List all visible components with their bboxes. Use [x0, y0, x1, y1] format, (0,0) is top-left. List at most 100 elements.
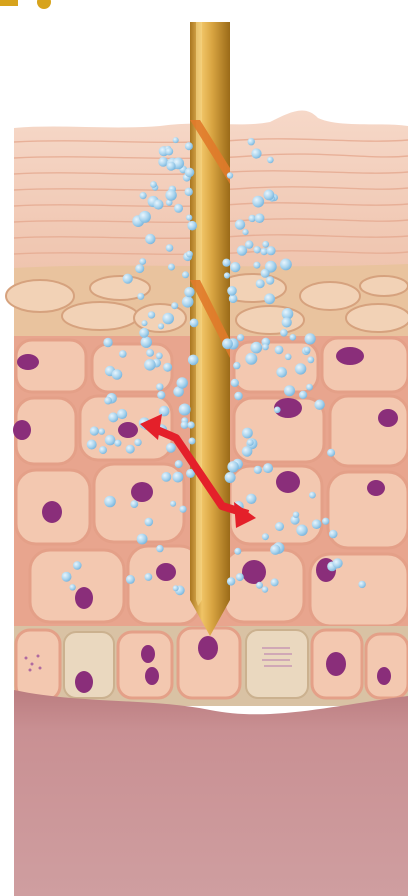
drug-particle — [188, 355, 199, 366]
drug-particle — [290, 334, 297, 341]
drug-particle — [295, 363, 306, 374]
drug-particle — [254, 466, 262, 474]
drug-particle — [307, 356, 314, 363]
drug-particle — [139, 211, 151, 223]
drug-particle — [249, 215, 256, 222]
drug-particle — [253, 262, 260, 269]
drug-particle — [163, 363, 172, 372]
drug-particle — [185, 168, 195, 178]
microneedle — [190, 22, 230, 636]
drug-particle — [256, 582, 263, 589]
drug-particle — [262, 241, 269, 248]
drug-particle — [145, 518, 154, 527]
drug-particle — [329, 530, 338, 539]
drug-particle — [156, 352, 163, 359]
drug-particle — [242, 229, 248, 235]
drug-particle — [145, 234, 155, 244]
drug-particle — [322, 518, 329, 525]
drug-particle — [306, 384, 313, 391]
drug-particle — [185, 188, 193, 196]
drug-particle — [181, 421, 189, 429]
drug-particle — [114, 440, 121, 447]
drug-particle — [304, 347, 311, 354]
drug-particle — [165, 189, 176, 200]
drug-particle — [284, 385, 295, 396]
drug-particle — [175, 460, 183, 468]
drug-particle — [312, 519, 322, 529]
drug-particle — [166, 244, 174, 252]
drug-particle — [234, 548, 241, 555]
drug-particle — [179, 506, 186, 513]
drug-particle — [227, 172, 233, 178]
drug-particle — [168, 264, 175, 271]
drug-particle — [166, 443, 176, 453]
drug-particle — [140, 192, 147, 199]
drug-particle — [233, 362, 240, 369]
drug-particle — [245, 353, 257, 365]
drug-particle — [280, 329, 288, 337]
drug-particle — [262, 533, 269, 540]
drug-particle — [173, 472, 184, 483]
drug-particle — [280, 259, 292, 271]
drug-particle — [104, 496, 116, 508]
drug-particle — [227, 577, 235, 585]
drug-particle — [327, 449, 335, 457]
drug-particle — [261, 269, 270, 278]
drug-particle — [73, 561, 82, 570]
drug-particle — [141, 337, 152, 348]
drug-particle — [105, 435, 116, 446]
drug-particle — [119, 350, 127, 358]
drug-particle — [245, 240, 253, 248]
drug-particle — [264, 293, 275, 304]
drug-particle — [158, 323, 164, 329]
drug-particle — [137, 534, 148, 545]
drug-particle — [231, 379, 239, 387]
drug-particle — [187, 221, 197, 231]
drug-particle — [234, 392, 242, 400]
drug-particle — [173, 137, 179, 143]
dermis-layer — [14, 690, 408, 896]
drug-particle — [145, 573, 153, 581]
drug-particle — [123, 274, 133, 284]
drug-particle — [242, 428, 253, 439]
drug-particle — [296, 525, 307, 536]
drug-particle — [134, 439, 141, 446]
drug-particle — [156, 545, 163, 552]
drug-particle — [222, 338, 233, 349]
drug-particle — [266, 276, 274, 284]
drug-particle — [236, 573, 244, 581]
drug-particle — [293, 512, 299, 518]
drug-particle — [185, 142, 193, 150]
drug-particle — [162, 313, 174, 325]
drug-particle — [227, 461, 238, 472]
drug-particle — [153, 199, 163, 209]
drug-particle — [251, 148, 261, 158]
drug-particle — [184, 287, 194, 297]
drug-particle — [130, 500, 138, 508]
drug-particle — [266, 246, 275, 255]
drug-particle — [142, 320, 148, 326]
drug-particle — [235, 219, 245, 229]
drug-particle — [177, 377, 188, 388]
drug-particle — [171, 302, 178, 309]
drug-particle — [264, 190, 275, 201]
drug-particle — [90, 426, 99, 435]
drug-particle — [156, 383, 163, 390]
drug-particle — [358, 581, 365, 588]
drug-particle — [252, 196, 264, 208]
drug-particle — [229, 294, 238, 303]
drug-particle — [139, 258, 146, 265]
drug-particle — [246, 494, 256, 504]
drug-particle — [99, 446, 107, 454]
drug-particle — [126, 575, 135, 584]
drug-particle — [275, 346, 284, 355]
drug-particle — [256, 279, 265, 288]
drug-particle — [104, 397, 112, 405]
drug-particle — [305, 333, 316, 344]
drug-particle — [108, 412, 118, 422]
drug-particle — [299, 391, 307, 399]
drug-particle — [285, 354, 292, 361]
drug-particle — [222, 259, 230, 267]
drug-particle — [237, 245, 247, 255]
drug-particle — [135, 264, 144, 273]
